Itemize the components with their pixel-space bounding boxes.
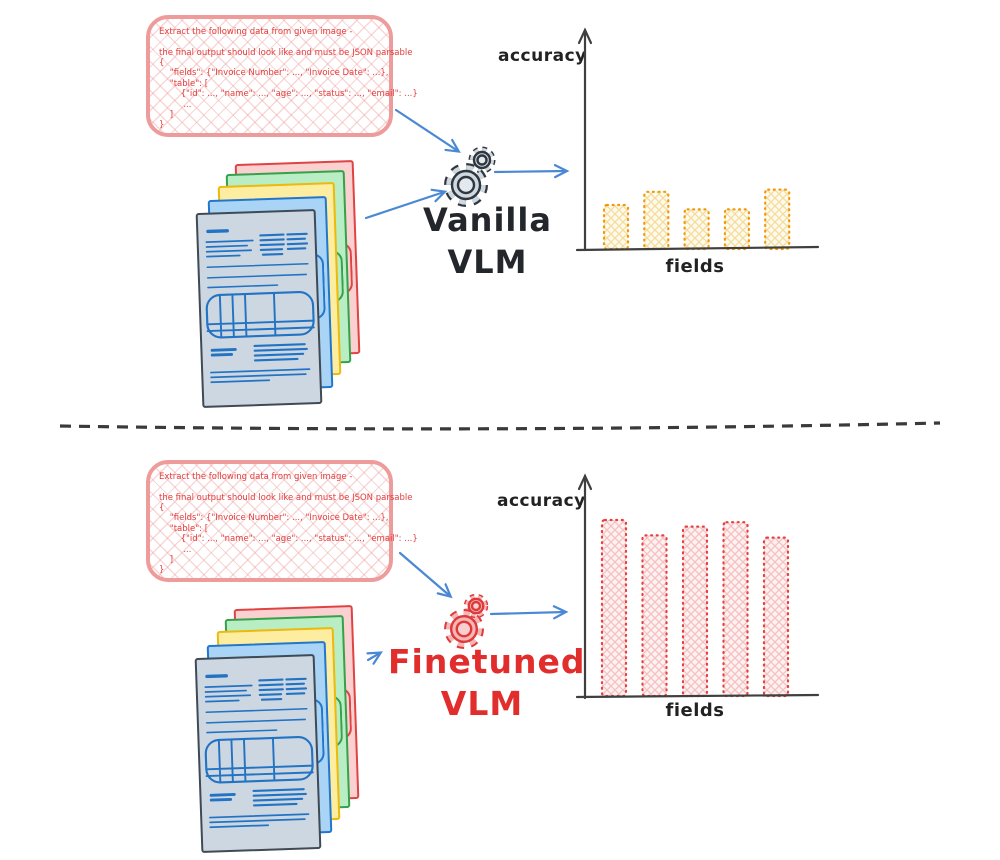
prompt-text: Extract the following data from given im… xyxy=(159,27,418,131)
invoice-sketch xyxy=(205,229,315,384)
x-axis-label: fields xyxy=(665,700,725,721)
bars-group xyxy=(602,188,791,251)
prompt-box: Extract the following data from given im… xyxy=(146,460,418,582)
page-invoice xyxy=(194,653,322,854)
x-axis xyxy=(575,245,820,252)
document-stack xyxy=(195,159,368,412)
model-name-line2: VLM xyxy=(447,243,528,281)
model-label-vanilla: Vanilla VLM xyxy=(415,199,560,283)
bar-chart-finetuned xyxy=(575,473,820,700)
y-axis-label: accuracy xyxy=(498,46,587,66)
y-axis-arrowhead xyxy=(577,473,593,491)
document-stack xyxy=(194,604,367,857)
x-axis-label: fields xyxy=(665,256,725,277)
prompt-box: Extract the following data from given im… xyxy=(146,15,418,137)
model-label-finetuned: Finetuned VLM xyxy=(388,641,586,725)
y-axis-arrowhead xyxy=(577,27,593,45)
invoice-sketch xyxy=(204,674,314,829)
prompt-text: Extract the following data from given im… xyxy=(159,472,418,576)
gears-icon xyxy=(444,146,496,207)
bars-group xyxy=(600,518,790,698)
x-axis xyxy=(575,693,820,699)
model-name-line2: VLM xyxy=(440,684,524,723)
model-name-line1: Vanilla xyxy=(423,201,552,239)
page-invoice xyxy=(195,208,323,409)
y-axis-label: accuracy xyxy=(497,491,586,511)
bar-chart-vanilla xyxy=(575,27,820,252)
model-name-line1: Finetuned xyxy=(388,642,586,681)
gears-icon xyxy=(444,593,489,649)
